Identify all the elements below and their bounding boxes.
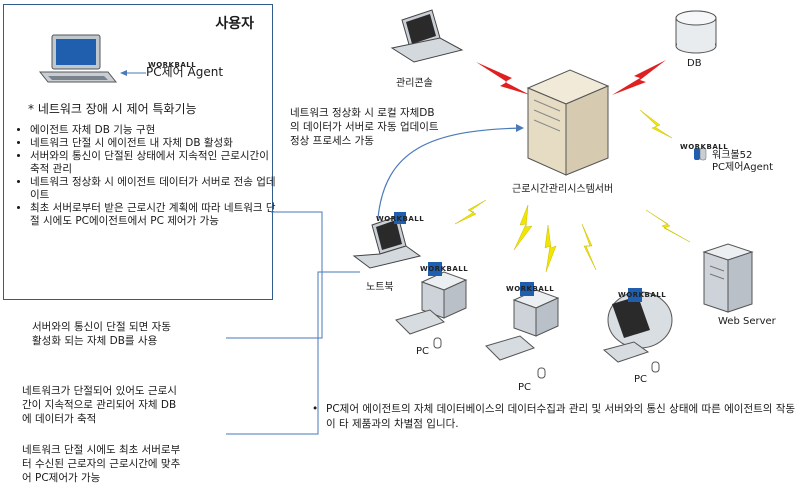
agent-logo-icon	[694, 147, 707, 161]
feature-item: 서버와의 통신이 단절된 상태에서 지속적인 근로시간이 축적 관리	[30, 150, 280, 176]
agent-label-line2: PC제어Agent	[712, 162, 774, 173]
bottom-note: • PC제어 에이전트의 자체 데이터베이스의 데이터수집과 관리 및 서버와의…	[312, 402, 796, 432]
pc3-brand-mark: WORKBALL	[618, 282, 666, 301]
agent-arrow-head	[120, 70, 127, 76]
offline-db-note: 서버와의 통신이 단절 되면 자동 활성화 되는 자체 DB를 사용	[32, 321, 171, 347]
sync-note: 네트워크 정상화 시 로컬 자체DB 의 데이터가 서버로 자동 업데이트 정상…	[290, 107, 439, 147]
db-icon	[675, 10, 717, 54]
lightning-notebook	[454, 199, 487, 225]
sync-arrow	[377, 127, 523, 219]
server-label: 근로시간관리시스템서버	[512, 184, 614, 195]
feature-item: 에이전트 자체 DB 기능 구현	[30, 124, 280, 137]
feature-item: 최초 서버로부터 받은 근로시간 계획에 따라 네트워크 단절 시에도 PC에이…	[30, 202, 280, 228]
admin-console-icon	[390, 9, 464, 63]
pc3-label: PC	[634, 374, 648, 385]
control-note: 네트워크 단절 시에도 최초 서버로부 터 수신된 근로자의 근로시간에 맞추 …	[22, 444, 181, 484]
lightning-pc2	[544, 224, 557, 273]
accumulate-note: 네트워크가 단절되어 있어도 근로시 간이 지속적으로 관리되어 자체 DB 에…	[22, 385, 177, 425]
pc1-label: PC	[416, 346, 430, 357]
lightning-pc1	[513, 204, 533, 251]
web-server-icon	[702, 243, 754, 313]
web-server-label: Web Server	[718, 316, 776, 327]
panel-brand-text: WORKBALL	[148, 61, 197, 69]
feature-item: 네트워크 단절 시 에이전트 내 자체 DB 활성화	[30, 137, 280, 150]
bullet-mark: •	[312, 403, 319, 415]
lightning-web	[645, 209, 691, 243]
notes-connector-line	[226, 271, 360, 435]
user-panel: 사용자	[3, 4, 273, 300]
db-label: DB	[687, 58, 702, 69]
panel-pc-icon	[38, 34, 118, 83]
panel-agent-label: PC제어 Agent	[146, 65, 224, 79]
main-server-icon	[526, 69, 610, 176]
sync-arrow-head	[516, 124, 524, 132]
agent-brand-mark: WORKBALL	[680, 134, 728, 153]
agent-brand-text: WORKBALL	[680, 143, 729, 151]
pc1-icon	[395, 262, 468, 349]
pc1-brand-mark: WORKBALL	[420, 256, 468, 275]
panel-connector-line	[226, 211, 323, 339]
console-label: 관리콘솔	[396, 78, 433, 89]
pc3-icon	[602, 288, 673, 373]
notebook-label: 노트북	[366, 282, 394, 293]
lightning-agent	[639, 109, 673, 139]
feature-title: * 네트워크 장애 시 제어 특화기능	[28, 102, 197, 116]
notebook-icon	[352, 212, 422, 269]
lightning-pc3	[581, 223, 597, 271]
feature-list: 에이전트 자체 DB 기능 구현 네트워크 단절 시 에이전트 내 자체 DB …	[16, 124, 280, 228]
pc3-brand-text: WORKBALL	[618, 291, 667, 299]
notebook-brand-text: WORKBALL	[376, 215, 425, 223]
feature-item: 네트워크 정상화 시 에이전트 데이터가 서버로 전송 업데이트	[30, 176, 280, 202]
pc2-brand-mark: WORKBALL	[506, 276, 554, 295]
lightning-server-db	[612, 60, 666, 95]
agent-label-line1: 워크볼52	[712, 150, 753, 161]
notebook-brand-mark: WORKBALL	[376, 206, 424, 225]
pc1-brand-text: WORKBALL	[420, 265, 469, 273]
bottom-note-text: PC제어 에이전트의 자체 데이터베이스의 데이터수집과 관리 및 서버와의 통…	[326, 403, 796, 430]
pc2-brand-text: WORKBALL	[506, 285, 555, 293]
lightning-console-server	[476, 62, 530, 95]
panel-brand-logo: WORKBALL	[148, 52, 196, 71]
pc2-label: PC	[518, 382, 532, 393]
panel-title: 사용자	[215, 16, 254, 32]
pc2-icon	[485, 282, 560, 379]
